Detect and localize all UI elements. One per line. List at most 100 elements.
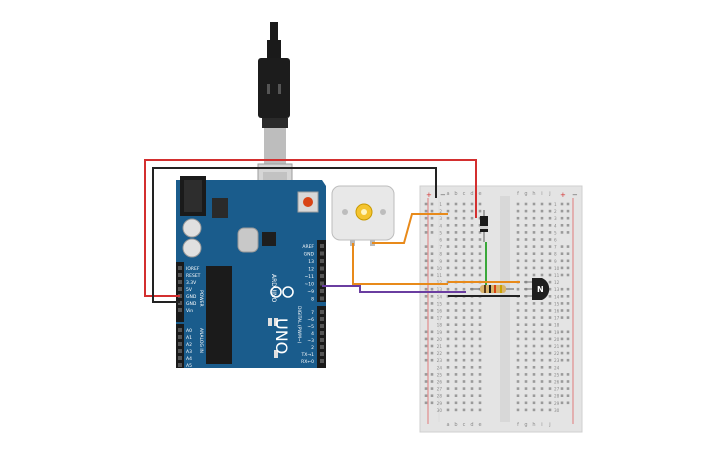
power-pin-label: GND (186, 294, 197, 300)
wire-purple-pin9[interactable] (322, 285, 466, 293)
row-number: 26 (437, 380, 443, 385)
brand-label: ARDUINO (270, 274, 277, 303)
column-letter: b (454, 422, 457, 428)
column-letter: e (478, 191, 481, 197)
digital-pin[interactable] (320, 338, 324, 342)
digital-pin-label: ~11 (305, 274, 315, 280)
row-number: 7 (439, 245, 442, 250)
transistor[interactable]: N (524, 278, 550, 300)
row-number: 12 (554, 280, 560, 285)
row-number: 10 (554, 266, 560, 271)
digital-pin-label: ~5 (307, 324, 314, 330)
row-number: 27 (437, 387, 443, 392)
column-letter: g (524, 422, 527, 428)
row-number: 24 (437, 365, 443, 370)
row-number: 14 (437, 294, 443, 299)
digital-pin[interactable] (320, 266, 324, 271)
row-number: 24 (554, 365, 560, 370)
column-letter: f (517, 422, 519, 428)
digital-pin[interactable] (320, 359, 324, 363)
column-letter: e (478, 422, 481, 428)
analog-pin[interactable] (178, 335, 182, 339)
power-pin-label: Vin (186, 308, 193, 314)
row-number: 16 (554, 309, 560, 314)
row-number: 9 (439, 259, 442, 264)
analog-pin[interactable] (178, 328, 182, 332)
row-number: 18 (554, 323, 560, 328)
row-number: 20 (554, 337, 560, 342)
row-number: 9 (554, 259, 557, 264)
wire-orange-motor-2[interactable] (352, 243, 448, 285)
digital-pin-label: AREF (302, 244, 314, 250)
digital-pin[interactable] (320, 317, 324, 321)
digital-pin[interactable] (320, 281, 324, 286)
row-number: 26 (554, 380, 560, 385)
column-letter: a (446, 422, 449, 428)
rail-minus-label-right: − (572, 191, 578, 199)
wire-red-5v[interactable] (144, 159, 477, 297)
column-letter: j (548, 422, 550, 428)
analog-pin-label: A3 (186, 349, 192, 355)
row-number: 29 (437, 401, 443, 406)
row-number: 25 (437, 372, 443, 377)
column-letter: a (446, 191, 449, 197)
resistor[interactable] (470, 285, 514, 293)
diode[interactable] (480, 210, 488, 242)
digital-pin[interactable] (320, 352, 324, 356)
row-number: 19 (437, 330, 443, 335)
digital-pin-label: TX→1 (301, 352, 315, 358)
power-pin-label: 5V (186, 287, 193, 293)
analog-pin-label: A1 (186, 335, 192, 341)
power-pin[interactable] (178, 308, 182, 312)
digital-pin[interactable] (320, 296, 324, 301)
row-number: 13 (554, 287, 560, 292)
column-letter: f (517, 191, 519, 197)
digital-pin[interactable] (320, 259, 324, 263)
digital-pin[interactable] (320, 251, 324, 256)
power-pin[interactable] (178, 273, 182, 277)
dc-motor[interactable] (331, 185, 395, 246)
digital-pin[interactable] (320, 324, 324, 328)
power-pin[interactable] (178, 266, 182, 270)
row-number: 14 (554, 294, 560, 299)
analog-pin[interactable] (178, 363, 182, 367)
wire-orange-motor-1[interactable] (372, 213, 448, 244)
analog-pin[interactable] (178, 356, 182, 360)
wire-black-gnd[interactable] (152, 167, 437, 303)
row-number: 3 (439, 216, 442, 221)
power-pin-label: IOREF (186, 266, 200, 272)
capacitor-2 (182, 238, 202, 258)
wires (144, 159, 520, 303)
power-header-label: POWER (198, 290, 204, 307)
analog-pin[interactable] (178, 349, 182, 353)
row-number: 22 (437, 351, 443, 356)
row-number: 1 (439, 202, 442, 207)
power-pin[interactable] (178, 280, 182, 284)
row-number: 2 (439, 209, 442, 214)
row-number: 7 (554, 245, 557, 250)
row-number: 15 (437, 301, 443, 306)
digital-pin[interactable] (320, 331, 324, 335)
digital-pin[interactable] (320, 289, 324, 293)
power-pin[interactable] (178, 287, 182, 291)
row-number: 11 (554, 273, 560, 278)
digital-pin-label: 2 (311, 345, 314, 351)
row-number: 6 (554, 238, 557, 243)
row-number: 28 (437, 394, 443, 399)
row-number: 18 (437, 323, 443, 328)
row-number: 5 (439, 230, 442, 235)
digital-pin[interactable] (320, 310, 324, 314)
digital-pin[interactable] (320, 244, 324, 248)
digital-pin[interactable] (320, 345, 324, 349)
analog-pin[interactable] (178, 342, 182, 346)
row-number: 8 (554, 252, 557, 257)
digital-pin-label: ~10 (305, 282, 315, 288)
digital-pin-label: ~6 (307, 317, 314, 323)
column-letter: b (454, 191, 457, 197)
digital-header-label: DIGITAL (PWM~) (296, 306, 302, 344)
digital-pin[interactable] (320, 274, 324, 278)
analog-pin-label: A0 (186, 328, 192, 334)
